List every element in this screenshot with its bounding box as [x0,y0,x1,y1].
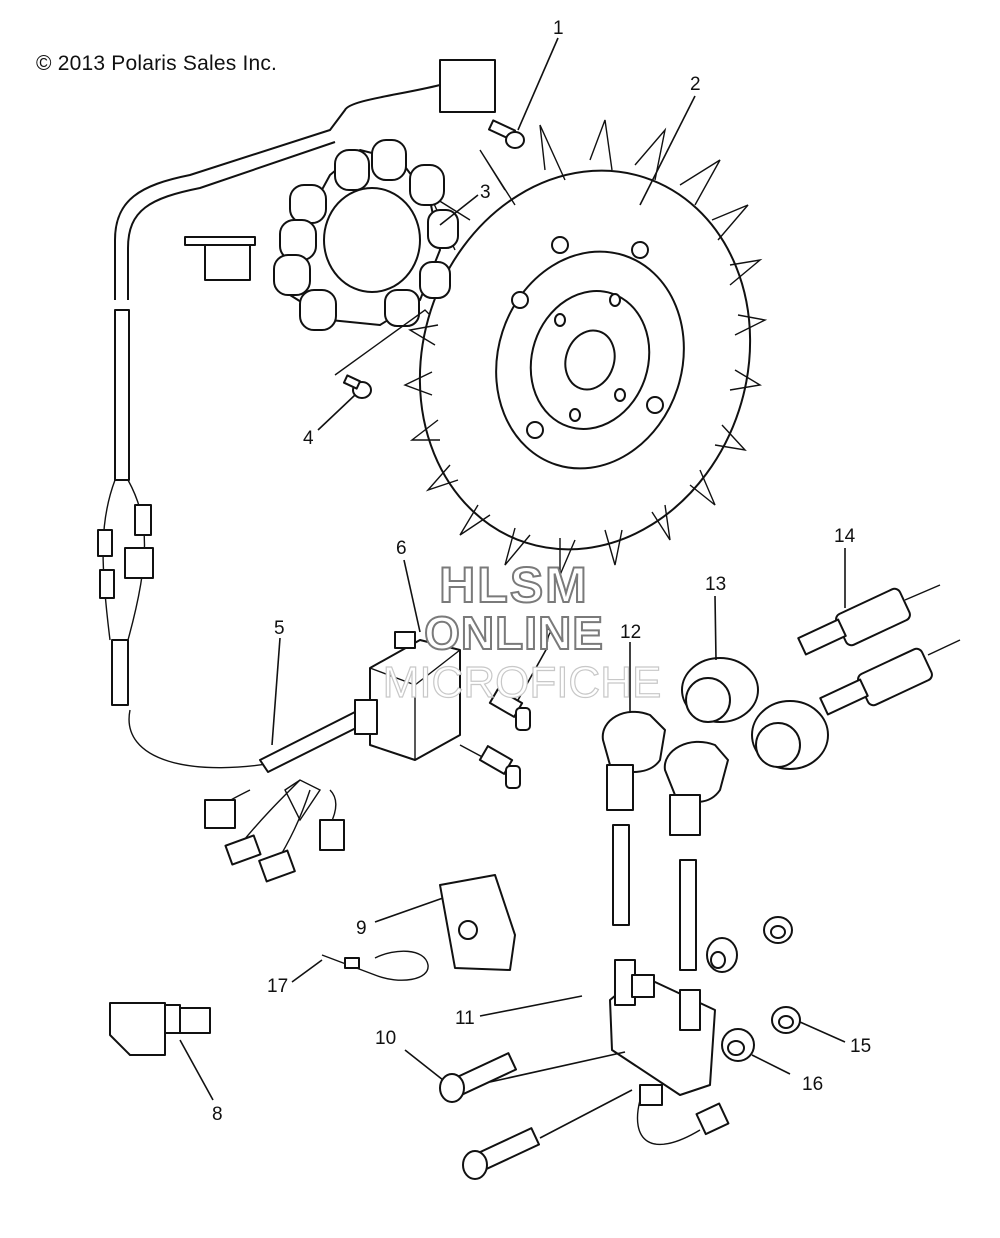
callout-14: 14 [834,526,856,547]
callout-12: 12 [620,622,641,643]
coil-bolts [439,1052,540,1180]
spark-plugs [797,584,961,716]
regulator-harness [204,699,378,883]
callout-9: 9 [356,918,367,939]
callout-16: 16 [802,1074,823,1095]
callout-2: 2 [690,74,701,95]
connector [109,1002,211,1056]
spark-plug-caps [601,710,729,971]
stator [273,139,459,331]
tie-strap [321,950,429,981]
flywheel [403,119,768,576]
callout-3: 3 [480,182,491,203]
watermark-line-1: HLSM [438,556,589,614]
callout-4: 4 [303,428,314,449]
callout-15: 15 [850,1036,871,1057]
callout-6: 6 [396,538,407,559]
clip [439,874,516,971]
nuts-washers [706,916,801,1062]
callout-5: 5 [274,618,285,639]
callout-7: 7 [543,626,554,647]
callout-10: 10 [375,1028,396,1049]
watermark-line-3: MICROFICHE [382,657,662,707]
spark-plug-boots [681,657,829,770]
callout-8: 8 [212,1104,223,1125]
watermark-line-2: ONLINE [423,606,604,660]
copyright-notice: © 2013 Polaris Sales Inc. [36,52,278,75]
callout-11: 11 [455,1008,475,1029]
callout-13: 13 [705,574,726,595]
callout-1: 1 [553,18,564,39]
stator-harness [97,59,496,769]
regulator-bolts [459,688,531,789]
regulator [369,631,461,761]
ignition-coil [609,959,730,1146]
callout-17: 17 [267,976,288,997]
callout-labels: 1 2 3 4 5 6 7 8 9 10 11 12 13 14 15 16 1… [212,18,871,1125]
leader-lines [179,37,846,1139]
screws [334,119,525,399]
